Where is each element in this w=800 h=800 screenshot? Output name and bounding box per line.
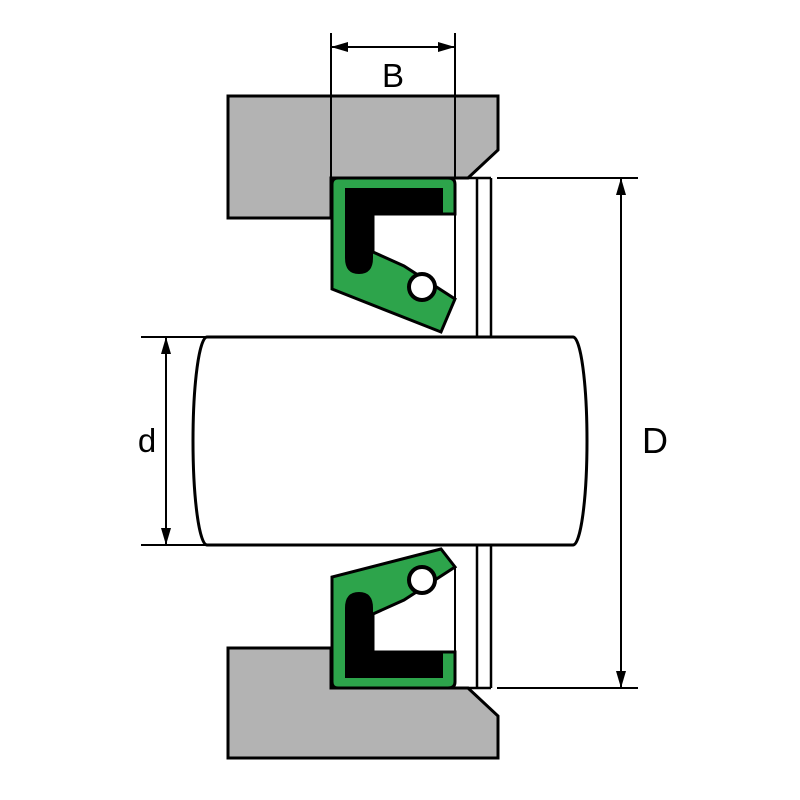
seal-lower-spring	[407, 565, 437, 595]
seal-upper	[330, 176, 457, 334]
dimension-B-arrow-right	[438, 42, 455, 52]
dimension-d-label: d	[138, 422, 156, 459]
dimension-d: d	[138, 336, 206, 546]
seal-upper-spring	[407, 272, 437, 302]
seal-upper-case	[345, 188, 443, 274]
dimension-D-arrow-bottom	[616, 671, 626, 688]
seal-lower	[330, 547, 458, 690]
dimension-B-label: B	[382, 57, 404, 94]
dimension-B-arrow-left	[331, 42, 348, 52]
seal-lower-case	[345, 592, 443, 678]
dimension-d-arrow-bottom	[161, 528, 171, 545]
dimension-B: B	[330, 33, 456, 178]
shaft	[191, 335, 589, 547]
dimension-D: D	[497, 177, 668, 689]
dimension-d-arrow-top	[161, 337, 171, 354]
dimension-D-label: D	[642, 420, 668, 461]
dimension-D-arrow-top	[616, 178, 626, 195]
